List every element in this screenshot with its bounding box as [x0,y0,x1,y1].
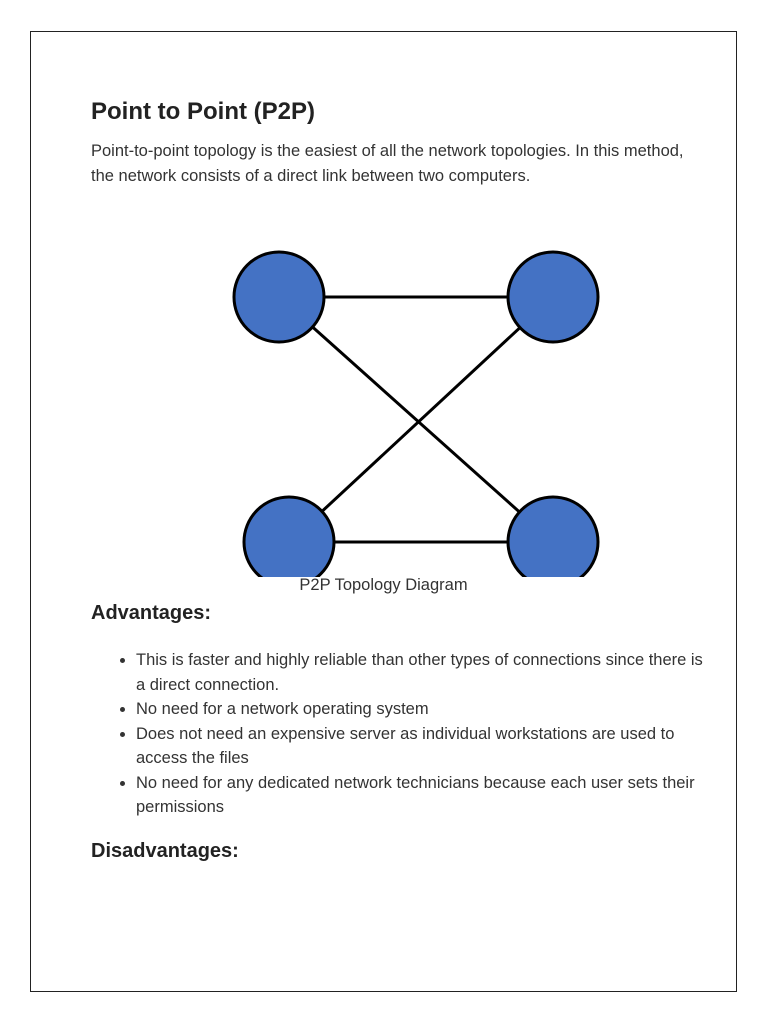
node-bottom-right [506,495,600,577]
list-item: This is faster and highly reliable than … [136,648,716,697]
list-item: No need for a network operating system [136,697,716,722]
disadvantages-heading: Disadvantages: [91,840,239,862]
node-top-right [506,250,600,344]
node-top-left [232,250,326,344]
list-item: Does not need an expensive server as ind… [136,722,716,771]
node-bottom-left [242,495,336,577]
page-title: Point to Point (P2P) [91,98,315,125]
document-page: Point to Point (P2P) Point-to-point topo… [30,31,737,992]
link-diagonal-tr-bl [287,295,555,544]
link-diagonal-tl-br [278,295,554,544]
intro-paragraph: Point-to-point topology is the easiest o… [91,142,684,185]
p2p-topology-diagram [232,250,600,577]
advantages-list: This is faster and highly reliable than … [91,648,716,820]
figure-caption: P2P Topology Diagram [299,576,468,594]
advantages-heading: Advantages: [91,602,212,624]
list-item: No need for any dedicated network techni… [136,771,716,820]
